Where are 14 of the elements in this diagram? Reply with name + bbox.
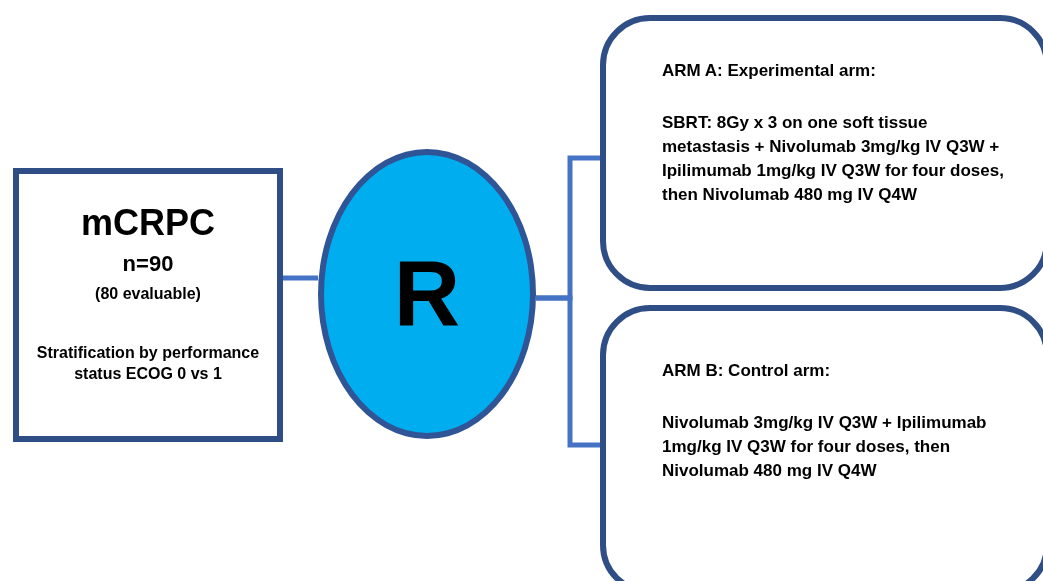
description-text: (80 evaluable): [94, 284, 202, 304]
arm-box: [600, 305, 1043, 581]
description-text: Nivolumab 3mg/kg IV Q3W + Ipilimumab 1mg/kg IV Q3W for four doses, then Nivolumab 480 mg IV Q4W: [662, 411, 988, 482]
description-text: SBRT: 8Gy x 3 on one soft tissue metastasis + Nivolumab 3mg/kg IV Q3W + Ipilimumab 1mg/kg IV Q3W for four doses, then Nivolumab 480 mg IV Q4W: [662, 111, 1004, 206]
heading: ARM B: Control arm:: [662, 361, 832, 381]
description-text: n=90: [121, 251, 175, 277]
arm-box: [600, 15, 1043, 291]
heading: mCRPC: [80, 202, 216, 244]
node-label: R: [392, 241, 462, 347]
heading: ARM A: Experimental arm:: [662, 61, 877, 81]
connector-line: [283, 275, 318, 281]
process-box: [13, 168, 283, 442]
connector-line: [536, 295, 600, 448]
description-text: Stratification by performance status ECOG 0 vs 1: [35, 343, 261, 384]
